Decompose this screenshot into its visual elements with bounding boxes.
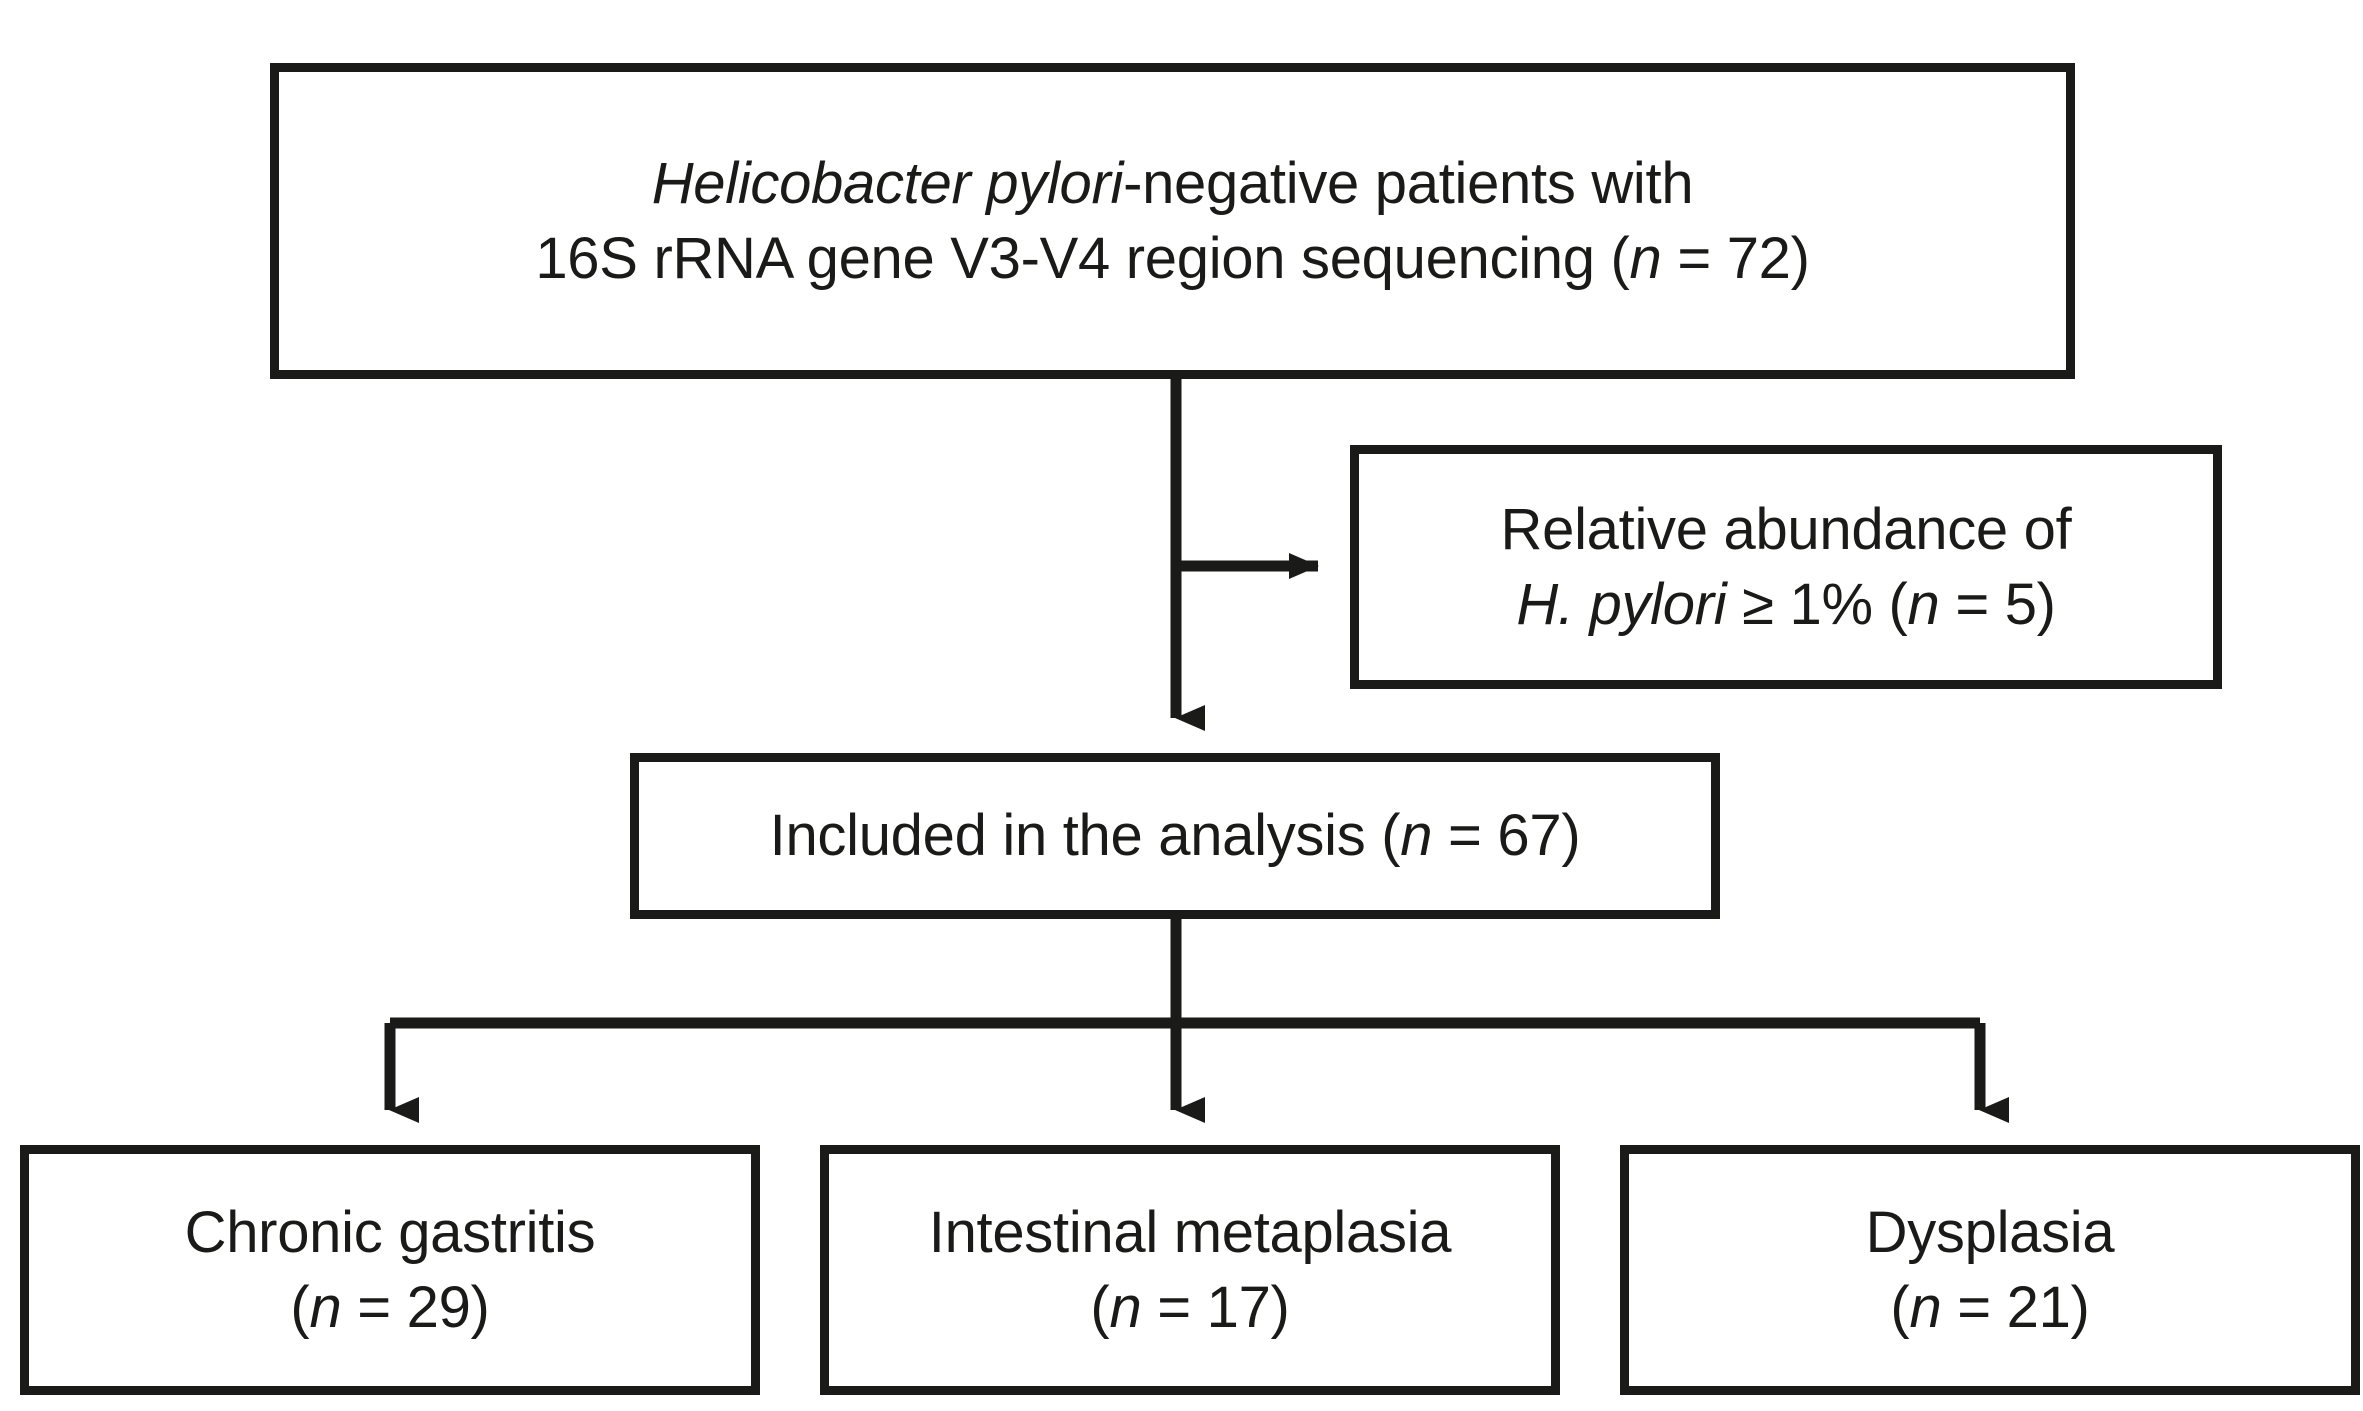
node-dysplasia-text: Dysplasia (n = 21) — [1852, 1195, 2129, 1346]
excluded-n-tail: = 5) — [1939, 572, 2056, 637]
excluded-species-italic: H. pylori — [1516, 572, 1727, 637]
node-included-analysis: Included in the analysis (n = 67) — [630, 753, 1720, 919]
source-line2-head: 16S rRNA gene V3-V4 region sequencing ( — [535, 226, 1630, 291]
chronic-label: Chronic gastritis — [184, 1199, 596, 1265]
excluded-line1: Relative abundance of — [1500, 496, 2072, 562]
source-species-italic: Helicobacter pylori — [651, 150, 1124, 216]
node-included-text: Included in the analysis (n = 67) — [756, 798, 1595, 873]
intestinal-count-open: ( — [1090, 1275, 1110, 1340]
source-line1-tail: -negative patients with — [1123, 150, 1694, 216]
included-n-italic: n — [1400, 803, 1433, 869]
included-head: Included in the analysis ( — [769, 803, 1401, 869]
intestinal-label: Intestinal metaplasia — [928, 1199, 1452, 1265]
node-source-population-text: Helicobacter pylori-negative patients wi… — [521, 146, 1823, 297]
intestinal-n-italic: n — [1109, 1275, 1142, 1340]
node-excluded-high-hpylori: Relative abundance of H. pylori ≥ 1% (n =… — [1350, 445, 2222, 689]
chronic-n-italic: n — [309, 1275, 342, 1340]
node-chronic-text: Chronic gastritis (n = 29) — [171, 1195, 610, 1346]
node-subgroup-chronic-gastritis: Chronic gastritis (n = 29) — [20, 1145, 760, 1395]
dysplasia-count-open: ( — [1890, 1275, 1910, 1340]
node-subgroup-intestinal-metaplasia: Intestinal metaplasia (n = 17) — [820, 1145, 1560, 1395]
excluded-n-italic: n — [1907, 572, 1940, 637]
dysplasia-n-italic: n — [1909, 1275, 1942, 1340]
excluded-threshold: ≥ 1% ( — [1726, 572, 1908, 637]
intestinal-count-value: = 17) — [1141, 1275, 1290, 1340]
chronic-count-open: ( — [290, 1275, 310, 1340]
source-line2-tail: = 72) — [1661, 226, 1810, 291]
dysplasia-label: Dysplasia — [1865, 1199, 2115, 1265]
node-excluded-text: Relative abundance of H. pylori ≥ 1% (n =… — [1487, 492, 2086, 643]
source-n-italic: n — [1629, 226, 1662, 291]
node-source-population: Helicobacter pylori-negative patients wi… — [270, 63, 2075, 379]
node-intestinal-text: Intestinal metaplasia (n = 17) — [915, 1195, 1465, 1346]
chronic-count-value: = 29) — [341, 1275, 490, 1340]
dysplasia-count-value: = 21) — [1941, 1275, 2090, 1340]
included-tail: = 67) — [1432, 803, 1581, 869]
node-subgroup-dysplasia: Dysplasia (n = 21) — [1620, 1145, 2360, 1395]
